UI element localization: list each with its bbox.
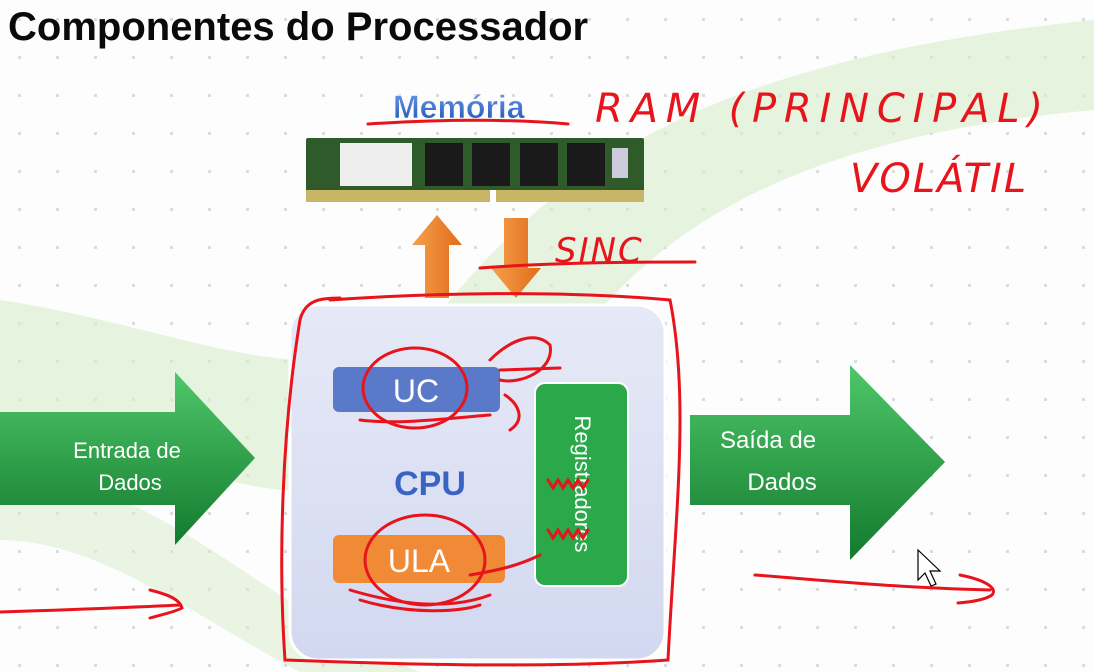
annotation-ram: RAM (PRINCIPAL) <box>595 86 1045 132</box>
output-label-line2: Dados <box>747 469 816 496</box>
uc-block <box>333 367 500 412</box>
input-label-line1: Entrada de <box>73 438 181 463</box>
cpu-label: CPU <box>394 465 466 503</box>
ula-block <box>333 535 505 583</box>
annotation-sync: SINC <box>555 231 644 271</box>
input-arrow <box>0 372 255 545</box>
uc-label: UC <box>393 373 439 409</box>
ula-label: ULA <box>388 543 451 579</box>
input-label-line2: Dados <box>98 470 162 495</box>
output-label-line1: Saída de <box>720 427 816 454</box>
ram-module-image <box>306 138 644 202</box>
handwritten-annotations <box>0 118 995 667</box>
arrow-up-icon <box>412 215 462 298</box>
output-arrow <box>690 365 945 560</box>
arrow-down-icon <box>491 218 541 298</box>
mouse-cursor-icon <box>917 548 942 587</box>
slide-title: Componentes do Processador <box>8 5 588 49</box>
annotation-volatile: VOLÁTIL <box>850 154 1028 202</box>
green-swoosh <box>0 20 1094 492</box>
